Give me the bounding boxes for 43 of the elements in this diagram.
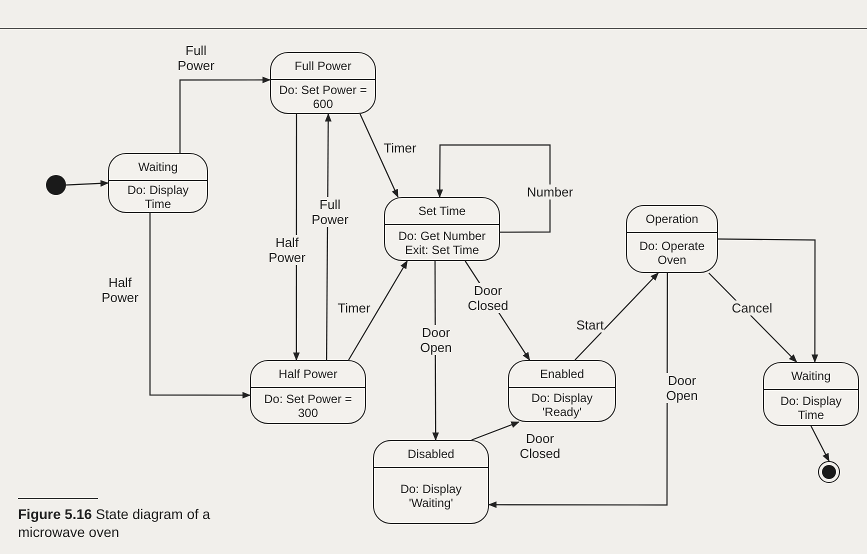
transition-arrow (149, 213, 251, 399)
state-activity: Do: Set Power = 600 (278, 82, 368, 110)
state-box (384, 197, 500, 261)
state-name: Operation (646, 212, 698, 226)
state-activity: Do: Set Power = 300 (263, 392, 353, 420)
state-activity: Do: Display Time (779, 394, 843, 422)
state-name: Disabled (408, 447, 454, 461)
edge-label: Number (526, 184, 574, 200)
transition-arrow (66, 180, 109, 187)
state-box (373, 440, 489, 524)
state-box (108, 153, 208, 213)
edge-label: Timer (336, 300, 372, 316)
transition-arrow (471, 421, 520, 441)
transition-arrow (718, 238, 818, 363)
state-activity: Do: Display 'Waiting' (399, 482, 463, 510)
state-name: Waiting (791, 369, 831, 383)
state-activity: Do: Operate Oven (638, 238, 706, 266)
final-state-bullseye (818, 461, 840, 483)
transition-arrow (293, 114, 300, 361)
state-box (763, 362, 859, 426)
state-name: Waiting (138, 160, 178, 174)
state-box (626, 205, 718, 273)
transition-arrow (488, 273, 668, 508)
edge-label: Cancel (730, 300, 774, 316)
transition-arrow (360, 114, 398, 198)
transition-arrow (810, 426, 830, 462)
state-name: Set Time (418, 204, 466, 218)
state-name: Full Power (294, 59, 352, 73)
edge-label: Timer (382, 140, 418, 156)
transition-arrow (574, 272, 659, 360)
transition-arrow (348, 260, 408, 360)
edge-label: Start (575, 318, 605, 332)
figure-caption: Figure 5.16 State diagram of a microwave oven (18, 505, 212, 541)
state-activity: Do: Display 'Ready' (530, 390, 594, 418)
state-box (508, 360, 616, 422)
state-box (250, 360, 366, 424)
state-activity: Do: Get Number Exit: Set Time (397, 228, 487, 256)
state-activity: Do: Display Time (126, 182, 190, 210)
transition-arrow (436, 144, 551, 233)
transition-arrow (179, 76, 271, 153)
state-box (270, 52, 376, 114)
state-name: Half Power (278, 367, 338, 381)
state-name: Enabled (540, 367, 584, 381)
